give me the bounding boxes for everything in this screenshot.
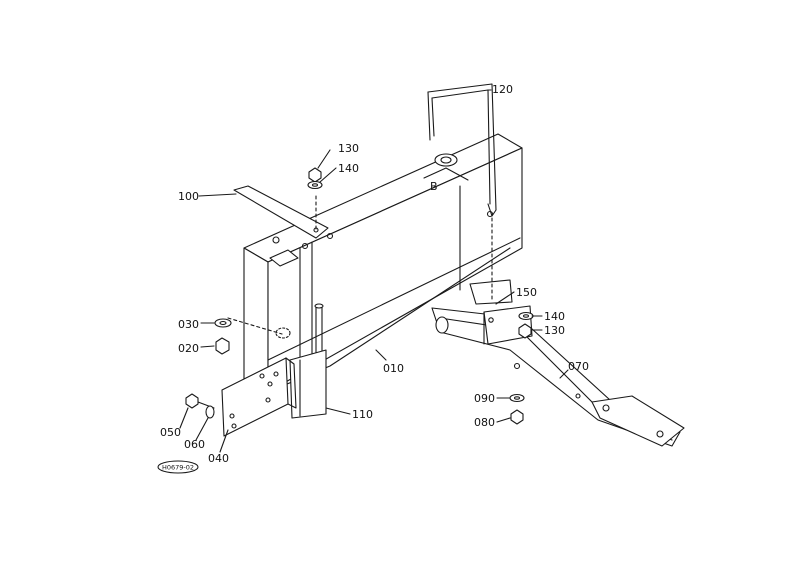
- callout-140-right: 140: [544, 310, 565, 323]
- washer-060: [205, 405, 215, 419]
- washer-140-right: [518, 311, 534, 321]
- washer-140-top: [307, 180, 323, 190]
- plate-040: [221, 357, 297, 437]
- bracket-110: [289, 349, 327, 419]
- nut-130-right: [518, 323, 532, 339]
- reference-stamp: H0679-02: [157, 460, 199, 474]
- callout-040: 040: [208, 452, 229, 465]
- callout-010: 010: [383, 362, 404, 375]
- callout-150: 150: [516, 286, 537, 299]
- radiator-tank: [227, 133, 523, 393]
- callout-110: 110: [352, 408, 373, 421]
- reference-code: H0679-02: [162, 464, 194, 472]
- washer-030: [214, 318, 232, 328]
- washer-090: [509, 393, 525, 403]
- callout-020: 020: [178, 342, 199, 355]
- callout-100: 100: [178, 190, 199, 203]
- leader-lines: [179, 89, 569, 453]
- callout-030: 030: [178, 318, 199, 331]
- callout-060: 060: [184, 438, 205, 451]
- callout-120: 120: [492, 83, 513, 96]
- callout-050: 050: [160, 426, 181, 439]
- callout-140-top: 140: [338, 162, 359, 175]
- nut-130-top: [308, 167, 322, 183]
- callout-090: 090: [474, 392, 495, 405]
- plate-100: [233, 185, 329, 239]
- callout-080: 080: [474, 416, 495, 429]
- bolt-080: [510, 409, 524, 425]
- callout-130-right: 130: [544, 324, 565, 337]
- callout-070: 070: [568, 360, 589, 373]
- tank-marking: B: [430, 180, 438, 193]
- nut-020: [215, 337, 230, 355]
- callout-130-top: 130: [338, 142, 359, 155]
